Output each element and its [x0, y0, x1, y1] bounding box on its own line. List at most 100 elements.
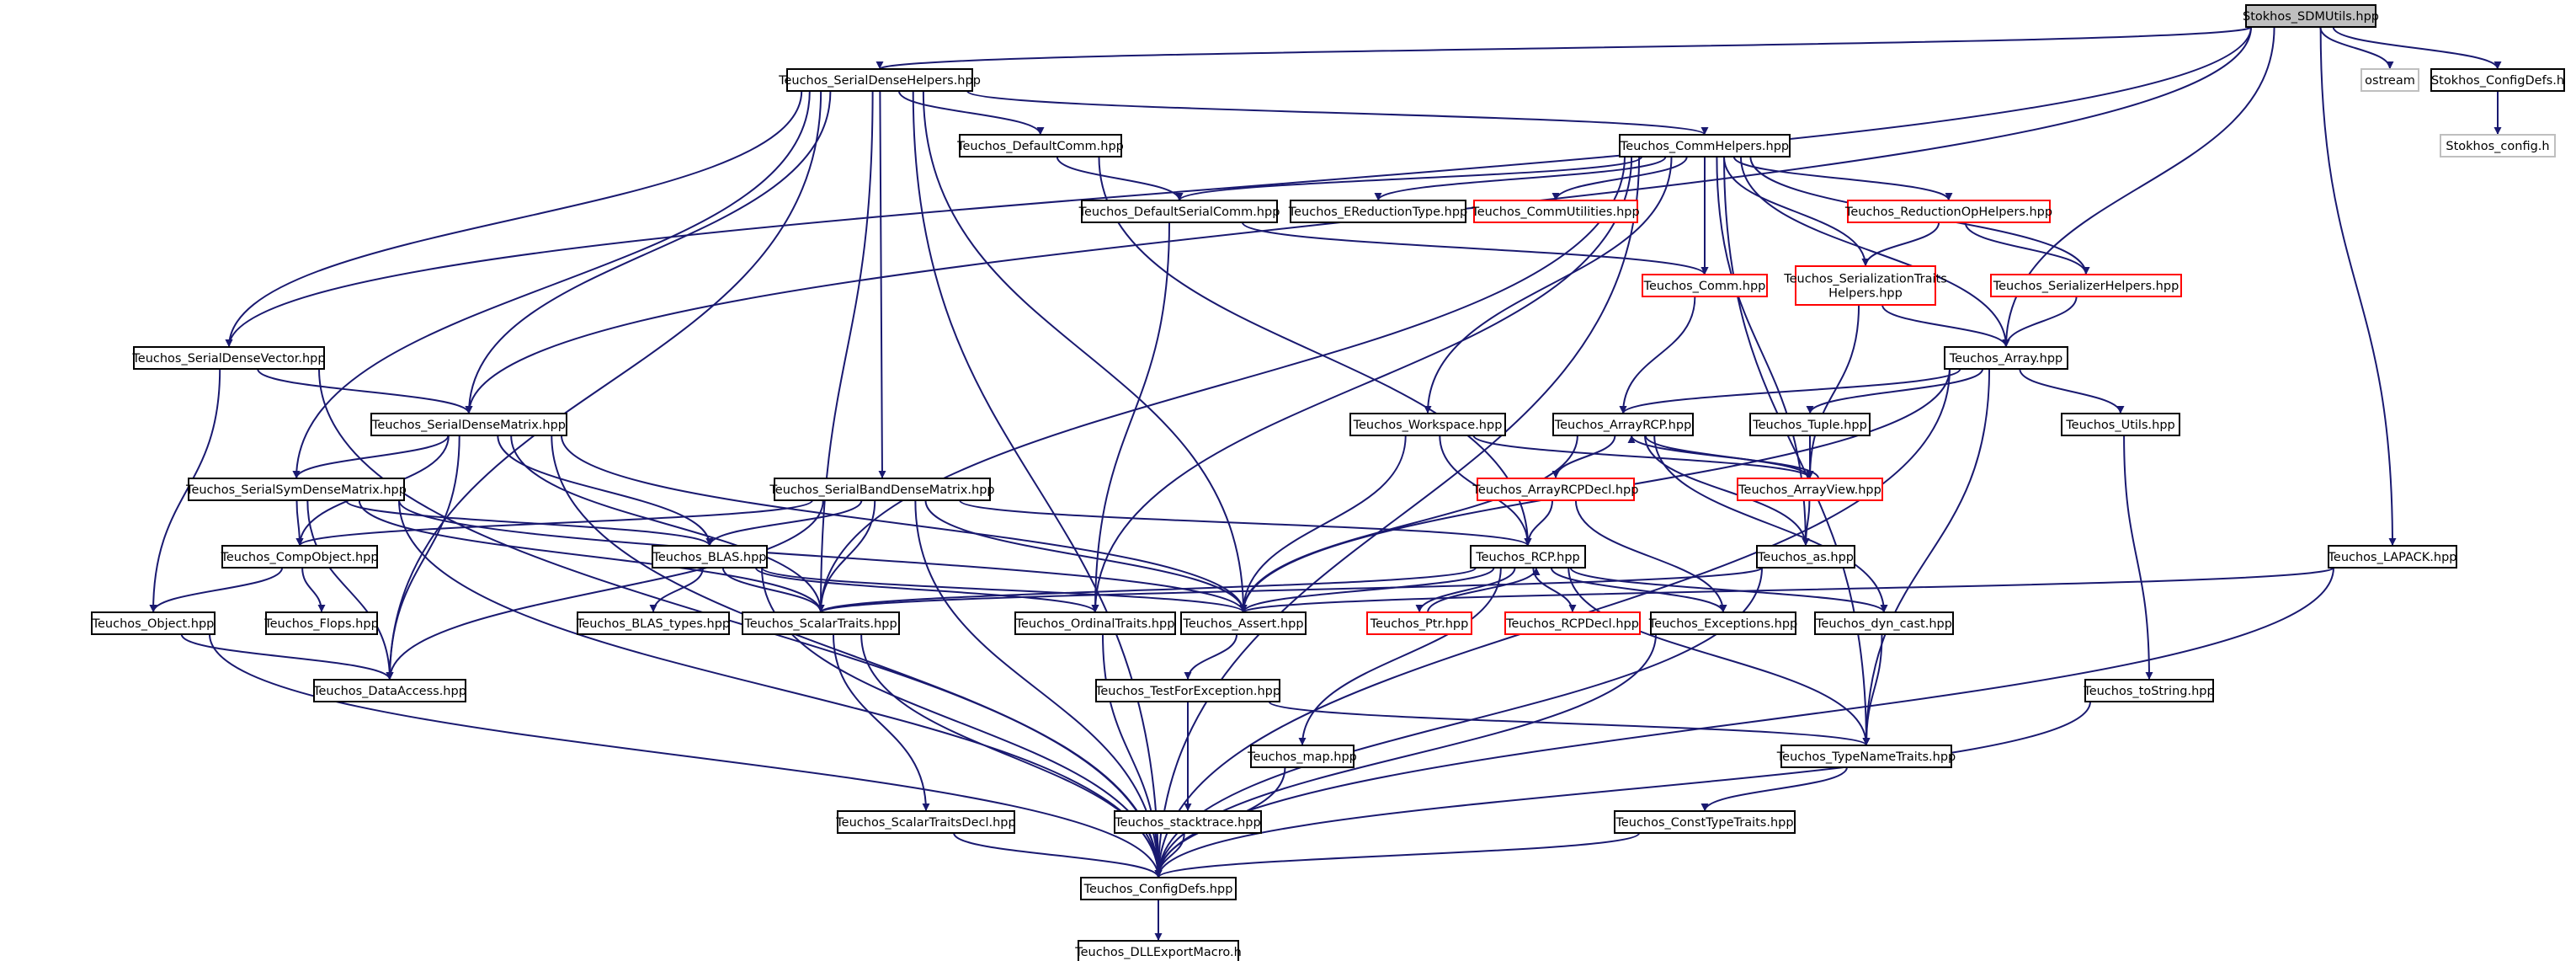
node-stkcfg[interactable]: Stokhos_config.h — [2440, 134, 2556, 157]
edge-sdh-to-sbdm — [878, 90, 886, 479]
node-tfe-box — [1095, 679, 1280, 702]
node-ctt[interactable]: Teuchos_ConstTypeTraits.hpp — [1614, 810, 1796, 834]
node-rcpd[interactable]: Teuchos_RCPDecl.hpp — [1504, 611, 1641, 635]
node-ctt-label: Teuchos_ConstTypeTraits.hpp — [1615, 816, 1793, 830]
node-map-box — [1250, 745, 1355, 768]
node-ostream-label: ostream — [2365, 74, 2415, 88]
node-redop[interactable]: Teuchos_ReductionOpHelpers.hpp — [1844, 200, 2052, 223]
node-blas[interactable]: Teuchos_BLAS.hpp — [652, 545, 768, 569]
node-exc[interactable]: Teuchos_Exceptions.hpp — [1648, 611, 1797, 635]
node-tuple[interactable]: Teuchos_Tuple.hpp — [1749, 413, 1871, 436]
node-sdv[interactable]: Teuchos_SerialDenseVector.hpp — [131, 346, 326, 370]
edge-rcp-to-st — [817, 567, 1477, 613]
edge-rcp-to-exc — [1550, 567, 1727, 613]
node-defser[interactable]: Teuchos_DefaultSerialComm.hpp — [1078, 200, 1280, 223]
node-ered[interactable]: Teuchos_EReductionType.hpp — [1288, 200, 1468, 223]
edge-array-to-tuple — [1806, 368, 1984, 414]
edge-sdh-to-defcomm — [897, 90, 1045, 136]
node-defcomm[interactable]: Teuchos_DefaultComm.hpp — [956, 134, 1124, 157]
node-ssdm-label: Teuchos_SerialSymDenseMatrix.hpp — [185, 483, 407, 497]
node-st-label: Teuchos_ScalarTraits.hpp — [743, 617, 897, 631]
node-std[interactable]: Teuchos_ScalarTraitsDecl.hpp — [835, 810, 1016, 834]
edge-sdv-to-sdm — [257, 368, 473, 414]
node-comm[interactable]: Teuchos_Comm.hpp — [1642, 274, 1768, 297]
node-sbdm[interactable]: Teuchos_SerialBandDenseMatrix.hpp — [769, 478, 995, 501]
node-sertr-label-2: Helpers.hpp — [1828, 287, 1903, 301]
node-sdh[interactable]: Teuchos_SerialDenseHelpers.hpp — [778, 68, 981, 92]
node-array[interactable]: Teuchos_Array.hpp — [1944, 346, 2068, 370]
node-ot[interactable]: Teuchos_OrdinalTraits.hpp — [1014, 611, 1176, 635]
edge-sbdm-to-tcfg — [914, 499, 1163, 878]
node-tostr[interactable]: Teuchos_toString.hpp — [2083, 679, 2215, 702]
node-arcp[interactable]: Teuchos_ArrayRCP.hpp — [1552, 413, 1694, 436]
edge-sdh-to-st — [817, 90, 874, 613]
node-sbdm-box — [774, 478, 991, 501]
edge-sdm-to-assert — [561, 435, 1248, 613]
edge-rcp-to-ptr — [1415, 567, 1516, 613]
edge-utils-to-tostr — [2123, 435, 2153, 681]
edge-sdh-to-sdm — [465, 90, 832, 414]
node-root[interactable]: Stokhos_SDMUtils.hpp — [2243, 4, 2379, 28]
node-dll-label: Teuchos_DLLExportMacro.h — [1074, 946, 1242, 959]
node-ostream[interactable]: ostream — [2360, 68, 2419, 92]
node-array-label: Teuchos_Array.hpp — [1949, 352, 2063, 366]
node-rcp-box — [1470, 545, 1586, 569]
node-obj[interactable]: Teuchos_Object.hpp — [91, 611, 216, 635]
node-stkcfg-box — [2440, 134, 2556, 157]
node-da[interactable]: Teuchos_DataAccess.hpp — [312, 679, 466, 702]
node-blast-box — [577, 611, 730, 635]
node-rcp-label: Teuchos_RCP.hpp — [1475, 551, 1580, 564]
node-serh[interactable]: Teuchos_SerializerHelpers.hpp — [1990, 274, 2182, 297]
edge-ssdm-to-st — [358, 499, 825, 613]
node-assert-label: Teuchos_Assert.hpp — [1182, 617, 1303, 631]
node-as[interactable]: Teuchos_as.hpp — [1756, 545, 1855, 569]
node-ssdm[interactable]: Teuchos_SerialSymDenseMatrix.hpp — [185, 478, 407, 501]
node-blast[interactable]: Teuchos_BLAS_types.hpp — [576, 611, 730, 635]
node-root-label: Stokhos_SDMUtils.hpp — [2243, 10, 2379, 24]
node-utils[interactable]: Teuchos_Utils.hpp — [2061, 413, 2180, 436]
node-st[interactable]: Teuchos_ScalarTraits.hpp — [742, 611, 900, 635]
node-tnt[interactable]: Teuchos_TypeNameTraits.hpp — [1776, 745, 1956, 768]
edge-sbdm-to-blas — [705, 499, 863, 547]
node-arcpd[interactable]: Teuchos_ArrayRCPDecl.hpp — [1472, 478, 1639, 501]
node-dyn[interactable]: Teuchos_dyn_cast.hpp — [1814, 611, 1954, 635]
node-wks[interactable]: Teuchos_Workspace.hpp — [1349, 413, 1506, 436]
edge-commh-to-wks — [1424, 156, 1673, 414]
node-compobj[interactable]: Teuchos_CompObject.hpp — [220, 545, 379, 569]
edge-root-to-cfgdefs — [2332, 26, 2502, 70]
edge-root-to-sdh — [876, 26, 2252, 70]
node-ptr[interactable]: Teuchos_Ptr.hpp — [1366, 611, 1472, 635]
node-tuple-label: Teuchos_Tuple.hpp — [1752, 419, 1867, 432]
node-defser-box — [1081, 200, 1278, 223]
node-stack[interactable]: Teuchos_stacktrace.hpp — [1114, 810, 1262, 834]
edge-defcomm-to-defser — [1056, 156, 1184, 201]
node-sertr-label-1: Teuchos_SerializationTraits — [1783, 273, 1947, 286]
node-map-label: Teuchos_map.hpp — [1247, 750, 1357, 764]
node-commh-box — [1619, 134, 1791, 157]
edge-tostr-to-tcfg — [1154, 701, 2091, 878]
node-serh-label: Teuchos_SerializerHelpers.hpp — [1993, 280, 2179, 293]
edge-arcpd-to-exc — [1574, 499, 1727, 613]
node-tfe[interactable]: Teuchos_TestForException.hpp — [1094, 679, 1280, 702]
node-commut[interactable]: Teuchos_CommUtilities.hpp — [1471, 200, 1640, 223]
edge-rcp-to-assert — [1239, 567, 1495, 613]
node-map[interactable]: Teuchos_map.hpp — [1247, 745, 1357, 768]
node-flops[interactable]: Teuchos_Flops.hpp — [263, 611, 379, 635]
node-rcp[interactable]: Teuchos_RCP.hpp — [1470, 545, 1586, 569]
edge-sertr-to-av — [1806, 304, 1860, 479]
node-cfgdefs-label: Stokhos_ConfigDefs.h — [2431, 74, 2564, 88]
node-assert[interactable]: Teuchos_Assert.hpp — [1180, 611, 1307, 635]
node-lapack[interactable]: Teuchos_LAPACK.hpp — [2328, 545, 2457, 569]
node-cfgdefs[interactable]: Stokhos_ConfigDefs.h — [2430, 68, 2565, 92]
node-commh-label: Teuchos_CommHelpers.hpp — [1620, 140, 1789, 153]
node-sdm[interactable]: Teuchos_SerialDenseMatrix.hpp — [370, 413, 567, 436]
edge-ssdm-to-assert — [398, 499, 1248, 613]
node-av[interactable]: Teuchos_ArrayView.hpp — [1737, 478, 1883, 501]
node-tcfg[interactable]: Teuchos_ConfigDefs.hpp — [1080, 877, 1237, 900]
node-dll[interactable]: Teuchos_DLLExportMacro.h — [1074, 940, 1242, 961]
node-sbdm-label: Teuchos_SerialBandDenseMatrix.hpp — [769, 483, 994, 497]
edge-blas-to-assert — [761, 567, 1248, 613]
edge-ot-to-tcfg — [1102, 633, 1163, 878]
node-commh[interactable]: Teuchos_CommHelpers.hpp — [1619, 134, 1791, 157]
